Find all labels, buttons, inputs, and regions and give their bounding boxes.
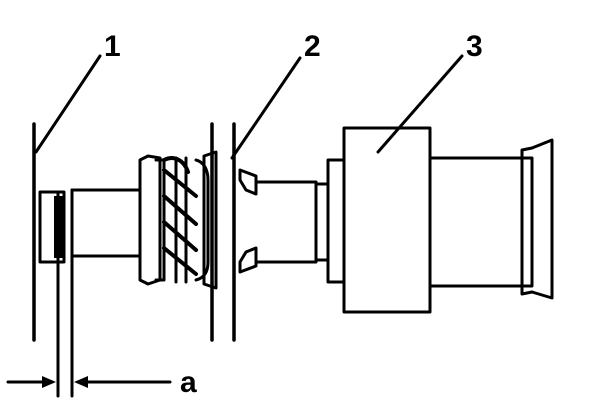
switch-body bbox=[342, 126, 432, 314]
switch-collar bbox=[314, 182, 330, 262]
label-part-2: 2 bbox=[304, 30, 321, 63]
leader-line-2 bbox=[230, 56, 302, 160]
connector-shroud bbox=[530, 138, 554, 300]
connector-lip bbox=[520, 146, 534, 296]
plunger-plate bbox=[56, 188, 74, 398]
switch-flange bbox=[326, 158, 346, 284]
snap-tab-upper bbox=[238, 168, 258, 196]
connector-housing bbox=[428, 156, 534, 288]
leader-line-3 bbox=[376, 54, 464, 154]
washer-front bbox=[138, 154, 162, 286]
snap-tab-lower bbox=[238, 246, 258, 274]
label-gap-a: a bbox=[180, 366, 197, 399]
switch-barrel bbox=[254, 180, 318, 264]
shaft bbox=[70, 188, 142, 258]
end-cap-left bbox=[38, 190, 66, 264]
coil-spring bbox=[162, 156, 210, 284]
gap-dimension bbox=[6, 376, 172, 388]
label-part-1: 1 bbox=[104, 30, 121, 63]
label-part-3: 3 bbox=[466, 30, 483, 63]
leader-line-1 bbox=[34, 54, 102, 154]
